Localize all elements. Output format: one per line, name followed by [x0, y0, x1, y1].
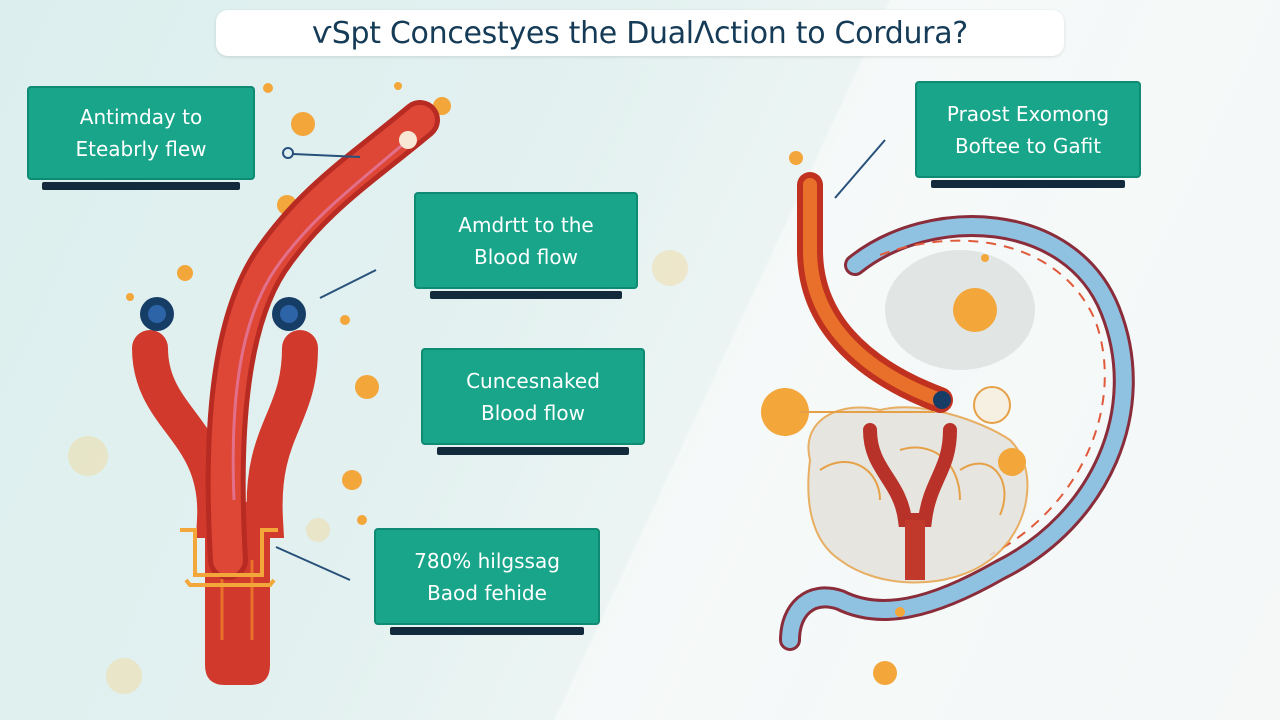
vessel-clamp: [180, 528, 278, 587]
connector-lines: [275, 139, 886, 581]
splatter-marks-left: [126, 82, 451, 525]
label-card-780-percent: 780% hilgssag Baod fehide: [374, 528, 600, 635]
label-card-shadow: [390, 627, 584, 635]
vessel-spiral-blue: [779, 215, 1135, 651]
splatter-marks-right: [761, 151, 1026, 685]
label-card-shadow: [430, 291, 622, 299]
label-line-1: Antimday to: [79, 105, 203, 129]
label-card-amdrtt: Amdrtt to the Blood flow: [414, 192, 638, 299]
vessel-curved-red: [797, 172, 957, 580]
label-line-2: Baod fehide: [427, 580, 547, 605]
label-card-antimday: Antimday to Eteabrly flew: [27, 86, 255, 190]
page-title: ѵSpt Concestyes the DualΛction to Cordur…: [312, 15, 968, 51]
label-card-shadow: [437, 447, 629, 455]
label-card-praost: Praost Exomong Boftee to Gafit: [915, 81, 1141, 188]
label-line-1: Praost Exomong: [946, 101, 1110, 126]
label-card-box: Amdrtt to the Blood flow: [414, 192, 638, 289]
label-line-1: Cuncesnaked: [466, 368, 600, 393]
vessel-nodes: [140, 297, 306, 331]
label-line-1: 780% hilgssag: [414, 548, 560, 573]
label-card-shadow: [931, 180, 1125, 188]
label-card-cuncesnaked: Cuncesnaked Blood flow: [421, 348, 645, 455]
label-card-box: Cuncesnaked Blood flow: [421, 348, 645, 445]
label-card-box: 780% hilgssag Baod fehide: [374, 528, 600, 625]
vessel-diagonal: [205, 100, 440, 580]
label-card-box: Antimday to Eteabrly flew: [27, 86, 255, 180]
label-line-2: Blood flow: [481, 400, 585, 425]
label-line-1: Amdrtt to the: [458, 212, 594, 237]
label-line-2: Boftee to Gafit: [954, 133, 1102, 158]
title-banner: ѵSpt Concestyes the DualΛction to Cordur…: [216, 10, 1064, 56]
label-card-shadow: [42, 182, 240, 190]
label-line-2: Blood flow: [474, 244, 578, 269]
label-card-box: Praost Exomong Boftee to Gafit: [915, 81, 1141, 178]
label-line-2: Eteabrly flew: [75, 137, 207, 161]
